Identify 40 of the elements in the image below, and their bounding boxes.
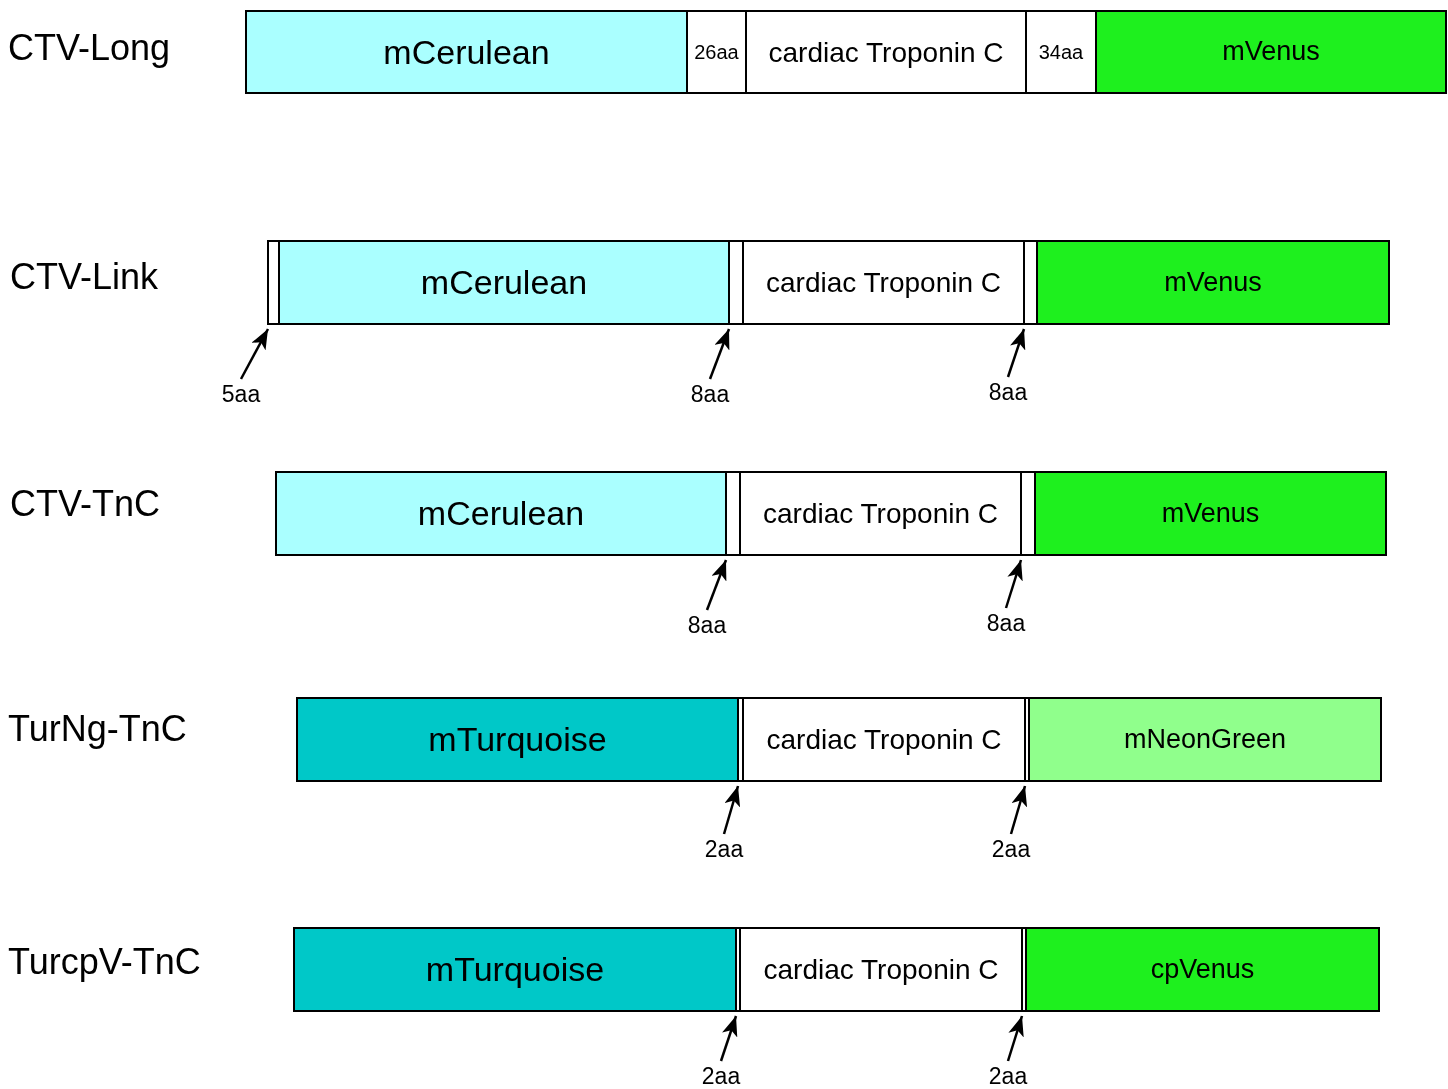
protein-domain: mCerulean <box>245 10 688 94</box>
leader-arrow <box>1006 1015 1024 1062</box>
linker-length-label: 8aa <box>984 379 1032 405</box>
protein-domain: cardiac Troponin C <box>742 697 1026 782</box>
linker-length-label: 8aa <box>683 612 731 638</box>
linker-length-label: 2aa <box>700 836 748 862</box>
protein-domain: mTurquoise <box>293 927 737 1012</box>
linker-length-label: 2aa <box>984 1063 1032 1089</box>
leader-arrow <box>705 559 728 611</box>
protein-domain: mVenus <box>1034 471 1387 556</box>
linker-length-label: 8aa <box>686 381 734 407</box>
linker-length-label: 5aa <box>217 381 265 407</box>
leader-arrow <box>722 785 741 835</box>
linker-length-label: 2aa <box>697 1063 745 1089</box>
construct-name: CTV-Long <box>8 28 171 68</box>
protein-domain: cardiac Troponin C <box>745 10 1027 94</box>
construct-name: TurNg-TnC <box>8 709 187 749</box>
protein-domain: mTurquoise <box>296 697 739 782</box>
linker-length-label: 8aa <box>982 610 1030 636</box>
protein-domain: cardiac Troponin C <box>739 471 1022 556</box>
protein-domain: 26aa <box>686 10 747 94</box>
leader-arrow <box>719 1015 738 1062</box>
protein-domain: mVenus <box>1095 10 1447 94</box>
linker-length-label: 2aa <box>987 836 1035 862</box>
protein-domain: cardiac Troponin C <box>742 240 1025 325</box>
protein-domain: cpVenus <box>1025 927 1380 1012</box>
protein-domain: 34aa <box>1025 10 1097 94</box>
construct-name: TurcpV-TnC <box>8 942 201 982</box>
protein-domain: cardiac Troponin C <box>739 927 1023 1012</box>
leader-arrow <box>1004 559 1023 609</box>
construct-name: CTV-Link <box>10 257 159 297</box>
construct-name: CTV-TnC <box>10 484 160 524</box>
protein-domain: mCerulean <box>278 240 730 325</box>
leader-arrow <box>1006 328 1026 378</box>
protein-domain: mNeonGreen <box>1028 697 1382 782</box>
leader-arrow <box>708 328 731 380</box>
protein-domain: mVenus <box>1036 240 1390 325</box>
protein-domain: mCerulean <box>275 471 727 556</box>
leader-arrow <box>1009 785 1028 835</box>
leader-arrow <box>239 328 270 380</box>
